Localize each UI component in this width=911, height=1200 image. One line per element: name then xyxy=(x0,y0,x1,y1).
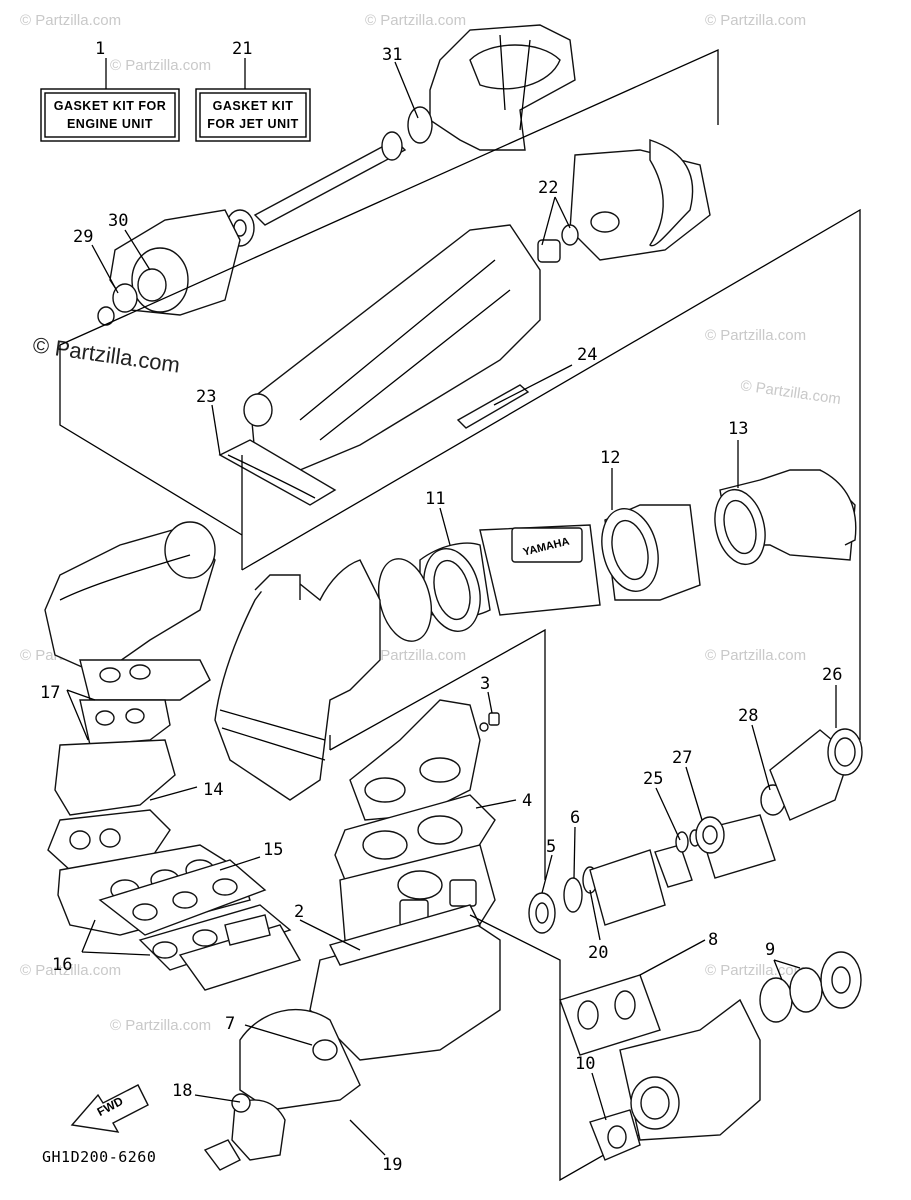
waterbox-left xyxy=(44,521,216,676)
callout-11: 11 xyxy=(425,489,445,509)
watermark-text: © Partzilla.com xyxy=(110,1017,211,1034)
callout-26: 26 xyxy=(822,665,842,685)
callout-6: 6 xyxy=(570,808,580,828)
watermark-text: © Partzilla.com xyxy=(365,647,466,664)
watermark-text: © Partzilla.com xyxy=(705,327,806,344)
callout-2: 2 xyxy=(294,902,304,922)
callout-12: 12 xyxy=(600,448,620,468)
callout-13: 13 xyxy=(728,419,748,439)
callout-19: 19 xyxy=(382,1155,402,1175)
watermark-text: © Partzilla.com xyxy=(739,377,841,408)
watermark-text: © Partzilla.com xyxy=(20,12,121,29)
watermark-text: © Partzilla.com xyxy=(705,962,806,979)
jet-pump-nozzle xyxy=(407,24,576,151)
callout-31: 31 xyxy=(382,45,402,65)
intake-manifold-stack xyxy=(47,659,302,991)
callout-10: 10 xyxy=(575,1054,595,1074)
diagram-code: GH1D200-6260 xyxy=(42,1148,156,1166)
watermark-prominent: © Partzilla.com xyxy=(31,332,181,377)
cylinder-head xyxy=(349,699,481,821)
watermark-text: © Partzilla.com xyxy=(20,962,121,979)
gasket-rings-middle xyxy=(378,488,766,642)
kit-jet-line1: GASKET KIT xyxy=(213,99,294,113)
callout-25: 25 xyxy=(643,769,663,789)
callout-27: 27 xyxy=(672,748,692,768)
callout-15: 15 xyxy=(263,840,283,860)
watermark-text: © Partzilla.com xyxy=(110,57,211,74)
callout-numbers: 1 21 31 22 30 29 24 23 13 12 11 3 17 14 … xyxy=(40,39,842,1175)
watermark-text: © Partzilla.com xyxy=(705,647,806,664)
jet-unit-body xyxy=(218,224,541,506)
fwd-arrow: FWD xyxy=(70,1084,149,1133)
callout-17: 17 xyxy=(40,683,60,703)
callout-21: 21 xyxy=(232,39,252,59)
impeller-housing xyxy=(537,139,711,263)
frame-lines-top xyxy=(59,48,861,740)
callout-5: 5 xyxy=(546,837,556,857)
bolt-3 xyxy=(479,712,500,732)
callout-28: 28 xyxy=(738,706,758,726)
watermark-text: © Partzilla.com xyxy=(705,12,806,29)
callout-30: 30 xyxy=(108,211,128,231)
callout-8: 8 xyxy=(708,930,718,950)
kit-engine-line2: ENGINE UNIT xyxy=(67,117,153,131)
callout-9: 9 xyxy=(765,940,775,960)
callout-22: 22 xyxy=(538,178,558,198)
callout-16: 16 xyxy=(52,955,72,975)
callout-29: 29 xyxy=(73,227,93,247)
gasket-kit-jet-label: GASKET KIT FOR JET UNIT xyxy=(195,58,311,142)
callout-14: 14 xyxy=(203,780,223,800)
callout-1: 1 xyxy=(95,39,105,59)
callout-24: 24 xyxy=(577,345,597,365)
callout-4: 4 xyxy=(522,791,532,811)
drive-shaft xyxy=(225,131,407,247)
crankcase xyxy=(203,904,501,1171)
exhaust-elbow xyxy=(214,559,381,801)
crankshaft-parts xyxy=(528,829,701,934)
watermark-text: © Partzilla.com xyxy=(365,12,466,29)
callout-18: 18 xyxy=(172,1081,192,1101)
callout-20: 20 xyxy=(588,943,608,963)
gasket-kit-engine-label: GASKET KIT FOR ENGINE UNIT xyxy=(40,58,180,142)
kit-engine-line1: GASKET KIT FOR xyxy=(54,99,167,113)
callout-23: 23 xyxy=(196,387,216,407)
callout-3: 3 xyxy=(480,674,490,694)
gasket-24-strip xyxy=(456,384,530,429)
pump-cover-28 xyxy=(695,728,863,879)
kit-jet-line2: FOR JET UNIT xyxy=(207,117,298,131)
callout-leaders xyxy=(66,61,837,1156)
callout-7: 7 xyxy=(225,1014,235,1034)
exhaust-manifold-bottom xyxy=(559,951,862,1161)
